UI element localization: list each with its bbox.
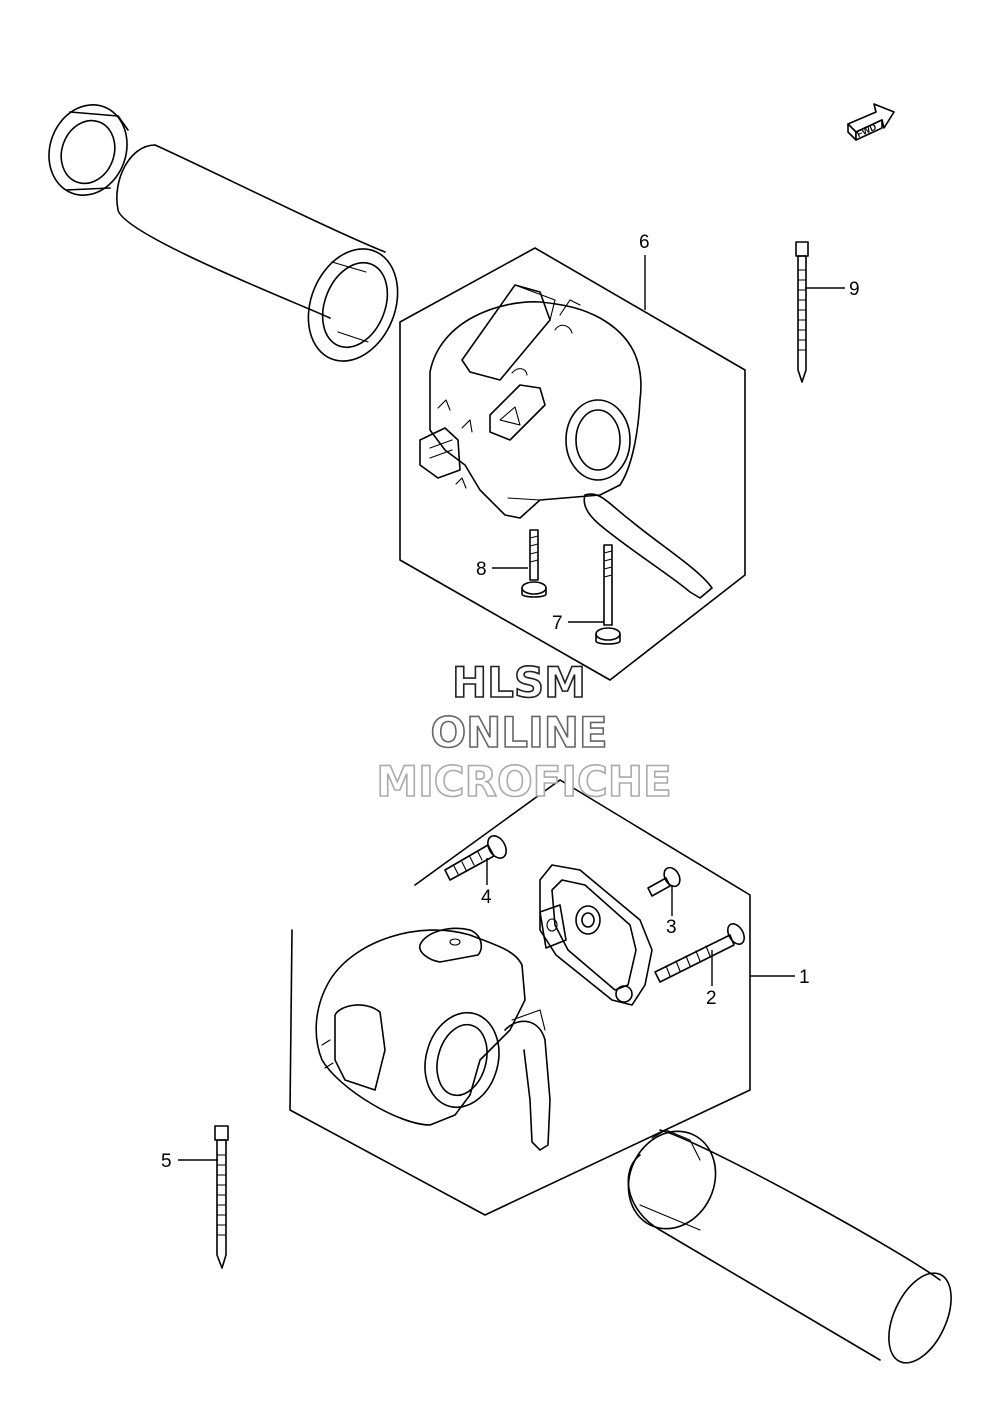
left-handlebar-switch [315,927,551,1151]
screw-3 [647,866,681,897]
cable-tie-9 [795,241,809,383]
right-switch-assembly-frame [399,247,746,681]
callout-numbers: 1 2 3 4 5 6 7 8 9 [161,232,860,1172]
callout-2: 2 [706,988,717,1009]
screw-8 [521,529,547,598]
callout-8: 8 [476,559,487,580]
watermark-line-1: HLSM [452,658,586,707]
watermark: HLSM ONLINE MICROFICHE [376,657,673,807]
watermark-line-2: ONLINE [430,708,607,757]
switch-clamp [539,864,653,1006]
left-handlebar-grip [116,144,399,362]
grip-end-ring [48,104,129,196]
callout-1: 1 [799,967,810,988]
cable-tie-5 [214,1125,229,1269]
fwd-arrow-icon: FWD [847,103,895,141]
callout-6: 6 [639,232,650,253]
callout-leaders [178,255,845,1161]
right-handlebar-switch [419,284,713,599]
callout-4: 4 [481,887,492,908]
screw-7 [595,544,621,645]
watermark-line-3: MICROFICHE [376,757,671,806]
screw-2 [654,923,745,983]
left-switch-assembly-frame [289,779,751,1216]
callout-9: 9 [849,279,860,300]
screw-4 [444,835,507,881]
callout-3: 3 [666,917,677,938]
callout-5: 5 [161,1151,172,1172]
callout-7: 7 [552,613,563,634]
throttle-grip [627,1129,952,1364]
